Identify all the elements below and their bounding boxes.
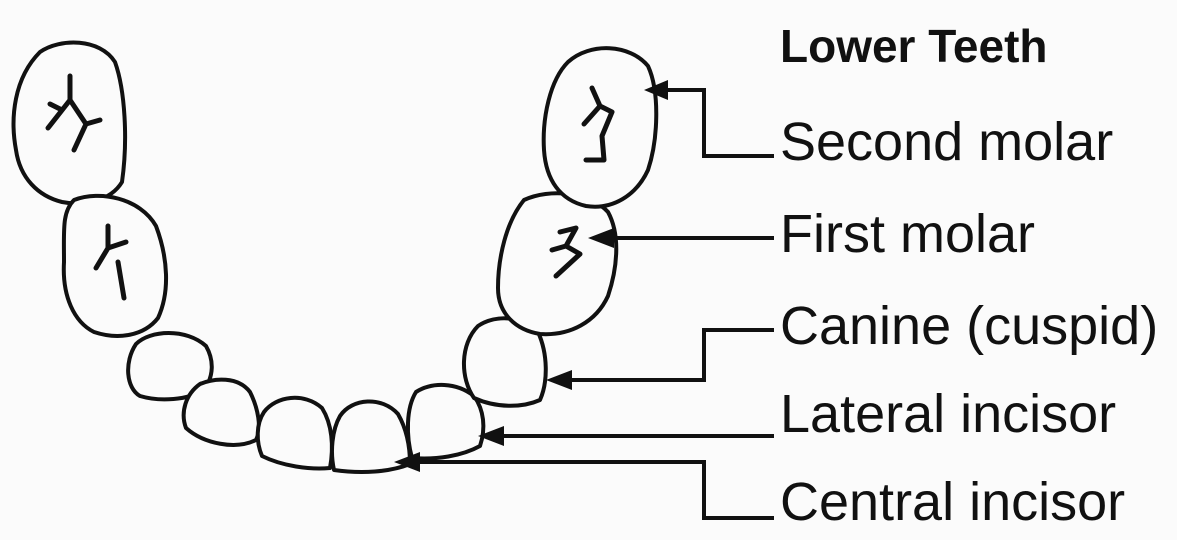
label-first-molar: First molar bbox=[780, 204, 1035, 264]
label-central-incisor: Central incisor bbox=[780, 472, 1125, 532]
left-lateral-incisor bbox=[181, 377, 261, 447]
pointer-second-molar bbox=[644, 80, 774, 158]
label-lateral-incisor: Lateral incisor bbox=[780, 384, 1116, 444]
right-first-molar bbox=[496, 191, 619, 337]
label-canine: Canine (cuspid) bbox=[780, 296, 1158, 356]
label-second-molar: Second molar bbox=[780, 112, 1113, 172]
diagram-title: Lower Teeth bbox=[780, 20, 1048, 72]
pointer-canine bbox=[546, 328, 774, 390]
right-second-molar bbox=[541, 46, 659, 209]
right-lateral-incisor bbox=[405, 382, 486, 461]
pointer-first-molar bbox=[588, 228, 774, 248]
pointer-lateral-incisor bbox=[478, 426, 774, 446]
left-second-molar bbox=[11, 40, 128, 206]
left-first-molar bbox=[61, 193, 168, 338]
pointer-central-incisor bbox=[394, 452, 774, 520]
left-central-incisor bbox=[255, 395, 334, 471]
